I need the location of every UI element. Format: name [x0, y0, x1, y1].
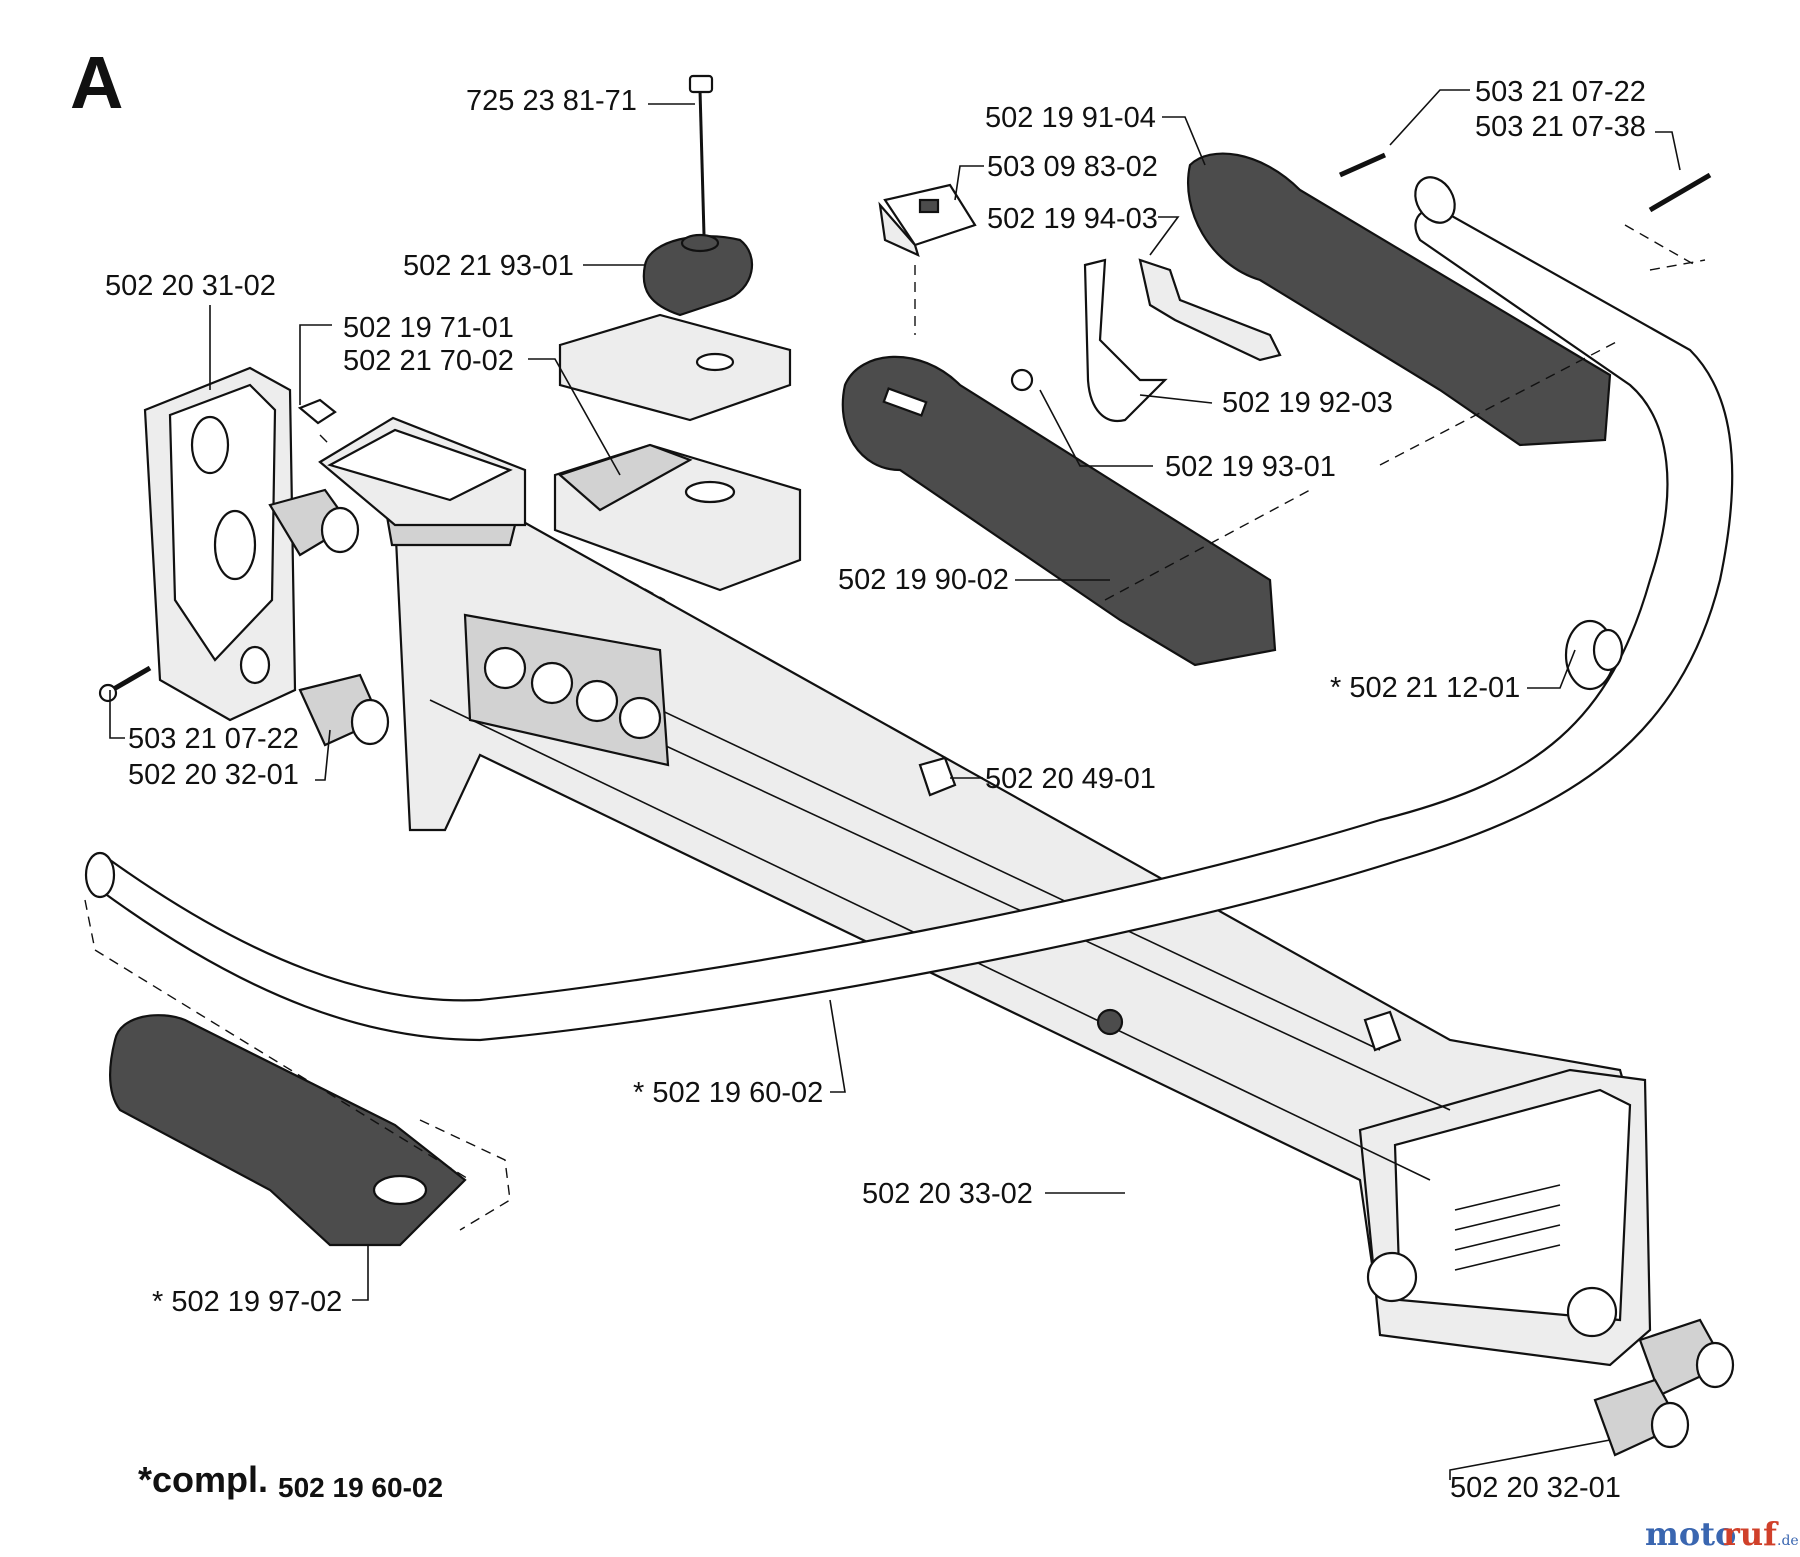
watermark-part1: moto: [1645, 1515, 1736, 1553]
label-503-21-07-38: 503 21 07-38: [1475, 111, 1646, 143]
label-502-20-49-01: 502 20 49-01: [985, 763, 1156, 795]
watermark-part2: ruf: [1723, 1515, 1779, 1553]
clamp-block-part: [553, 313, 802, 592]
label-725-23-81-71: 725 23 81-71: [466, 85, 637, 117]
label-502-19-90-02: 502 19 90-02: [838, 564, 1009, 596]
bar-handle-part: [84, 176, 1734, 1042]
watermark-logo: moto ruf .de: [1645, 1515, 1799, 1553]
label-502-19-94-03: 502 19 94-03: [987, 203, 1158, 235]
knob-part: [642, 233, 754, 317]
bolt-part: [688, 74, 714, 236]
shaft-tube-part: [318, 416, 1652, 1367]
label-503-21-07-22-top: 503 21 07-22: [1475, 76, 1646, 108]
label-503-09-83-02: 503 09 83-02: [987, 151, 1158, 183]
label-503-21-07-22-left: 503 21 07-22: [128, 723, 299, 755]
label-502-21-70-02: 502 21 70-02: [343, 345, 514, 377]
leader-lines: [109, 89, 1681, 1480]
footnote-prefix: *compl.: [138, 1459, 268, 1500]
clip-part-1: [918, 756, 957, 797]
stop-switch-part: [878, 183, 977, 258]
screw-part-left: [98, 665, 152, 703]
label-502-19-71-01: 502 19 71-01: [343, 312, 514, 344]
label-502-19-97-02: * 502 19 97-02: [152, 1286, 342, 1318]
label-502-20-33-02: 502 20 33-02: [862, 1178, 1033, 1210]
label-502-20-32-01-right: 502 20 32-01: [1450, 1472, 1621, 1504]
assembly-guide-lines: [84, 224, 1706, 1231]
cable-clip-part: [1564, 619, 1624, 691]
label-502-19-91-04: 502 19 91-04: [985, 102, 1156, 134]
sleeve-part-right: [1593, 1318, 1735, 1457]
bracket-part: [143, 366, 297, 722]
screw-part-top: [1338, 152, 1712, 213]
handle-half-upper-part: [1187, 152, 1612, 447]
nut-part: [297, 398, 337, 425]
sleeve-part-left: [268, 488, 390, 747]
label-502-20-32-01-left: 502 20 32-01: [128, 759, 299, 791]
grip-part: [108, 1014, 467, 1247]
throttle-trigger-part: [1010, 258, 1282, 423]
label-502-19-93-01: 502 19 93-01: [1165, 451, 1336, 483]
section-letter: A: [70, 41, 123, 124]
handle-half-lower-part: [841, 355, 1277, 667]
label-502-20-31-02: 502 20 31-02: [105, 270, 276, 302]
label-502-21-93-01: 502 21 93-01: [403, 250, 574, 282]
clip-part-2: [1363, 1010, 1402, 1052]
footnote-part-number: 502 19 60-02: [278, 1472, 443, 1503]
label-502-19-92-03: 502 19 92-03: [1222, 387, 1393, 419]
label-502-19-60-02: * 502 19 60-02: [633, 1077, 823, 1109]
label-502-21-12-01: * 502 21 12-01: [1330, 672, 1520, 704]
watermark-tld: .de: [1777, 1533, 1799, 1549]
